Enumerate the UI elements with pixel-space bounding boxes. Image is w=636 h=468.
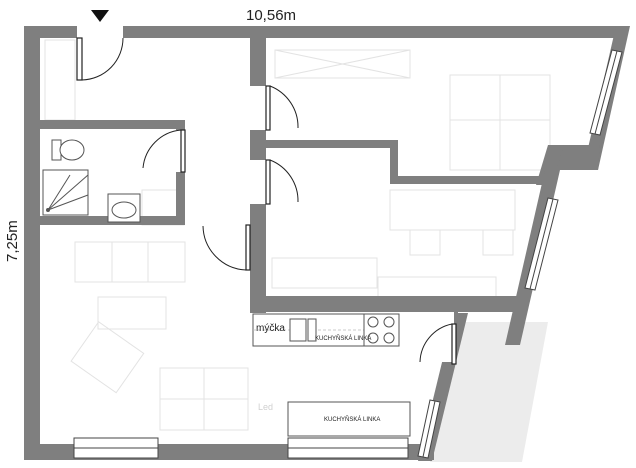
kitchen-lower-label: KUCHYŇSKÁ LINKA bbox=[324, 416, 380, 423]
furniture-outlines bbox=[44, 39, 551, 431]
width-dimension-label: 10,56m bbox=[246, 7, 296, 24]
terrace-area bbox=[430, 322, 548, 462]
toilet-icon bbox=[59, 139, 85, 161]
kitchen-counter-lower bbox=[287, 401, 411, 437]
doors bbox=[76, 37, 457, 365]
entrance-arrow-icon bbox=[91, 10, 109, 22]
kitchen-upper-label: KUCHYŇSKÁ LINKA bbox=[315, 335, 371, 342]
sink-icon bbox=[289, 318, 307, 342]
sink-label: mýčka bbox=[256, 323, 285, 334]
height-dimension-label: 7,25m bbox=[4, 220, 21, 262]
kitchen bbox=[252, 313, 411, 437]
windows bbox=[73, 49, 623, 459]
fridge-label: Led bbox=[258, 402, 273, 412]
bathroom-fixtures bbox=[42, 139, 141, 223]
door-openings bbox=[77, 26, 454, 362]
